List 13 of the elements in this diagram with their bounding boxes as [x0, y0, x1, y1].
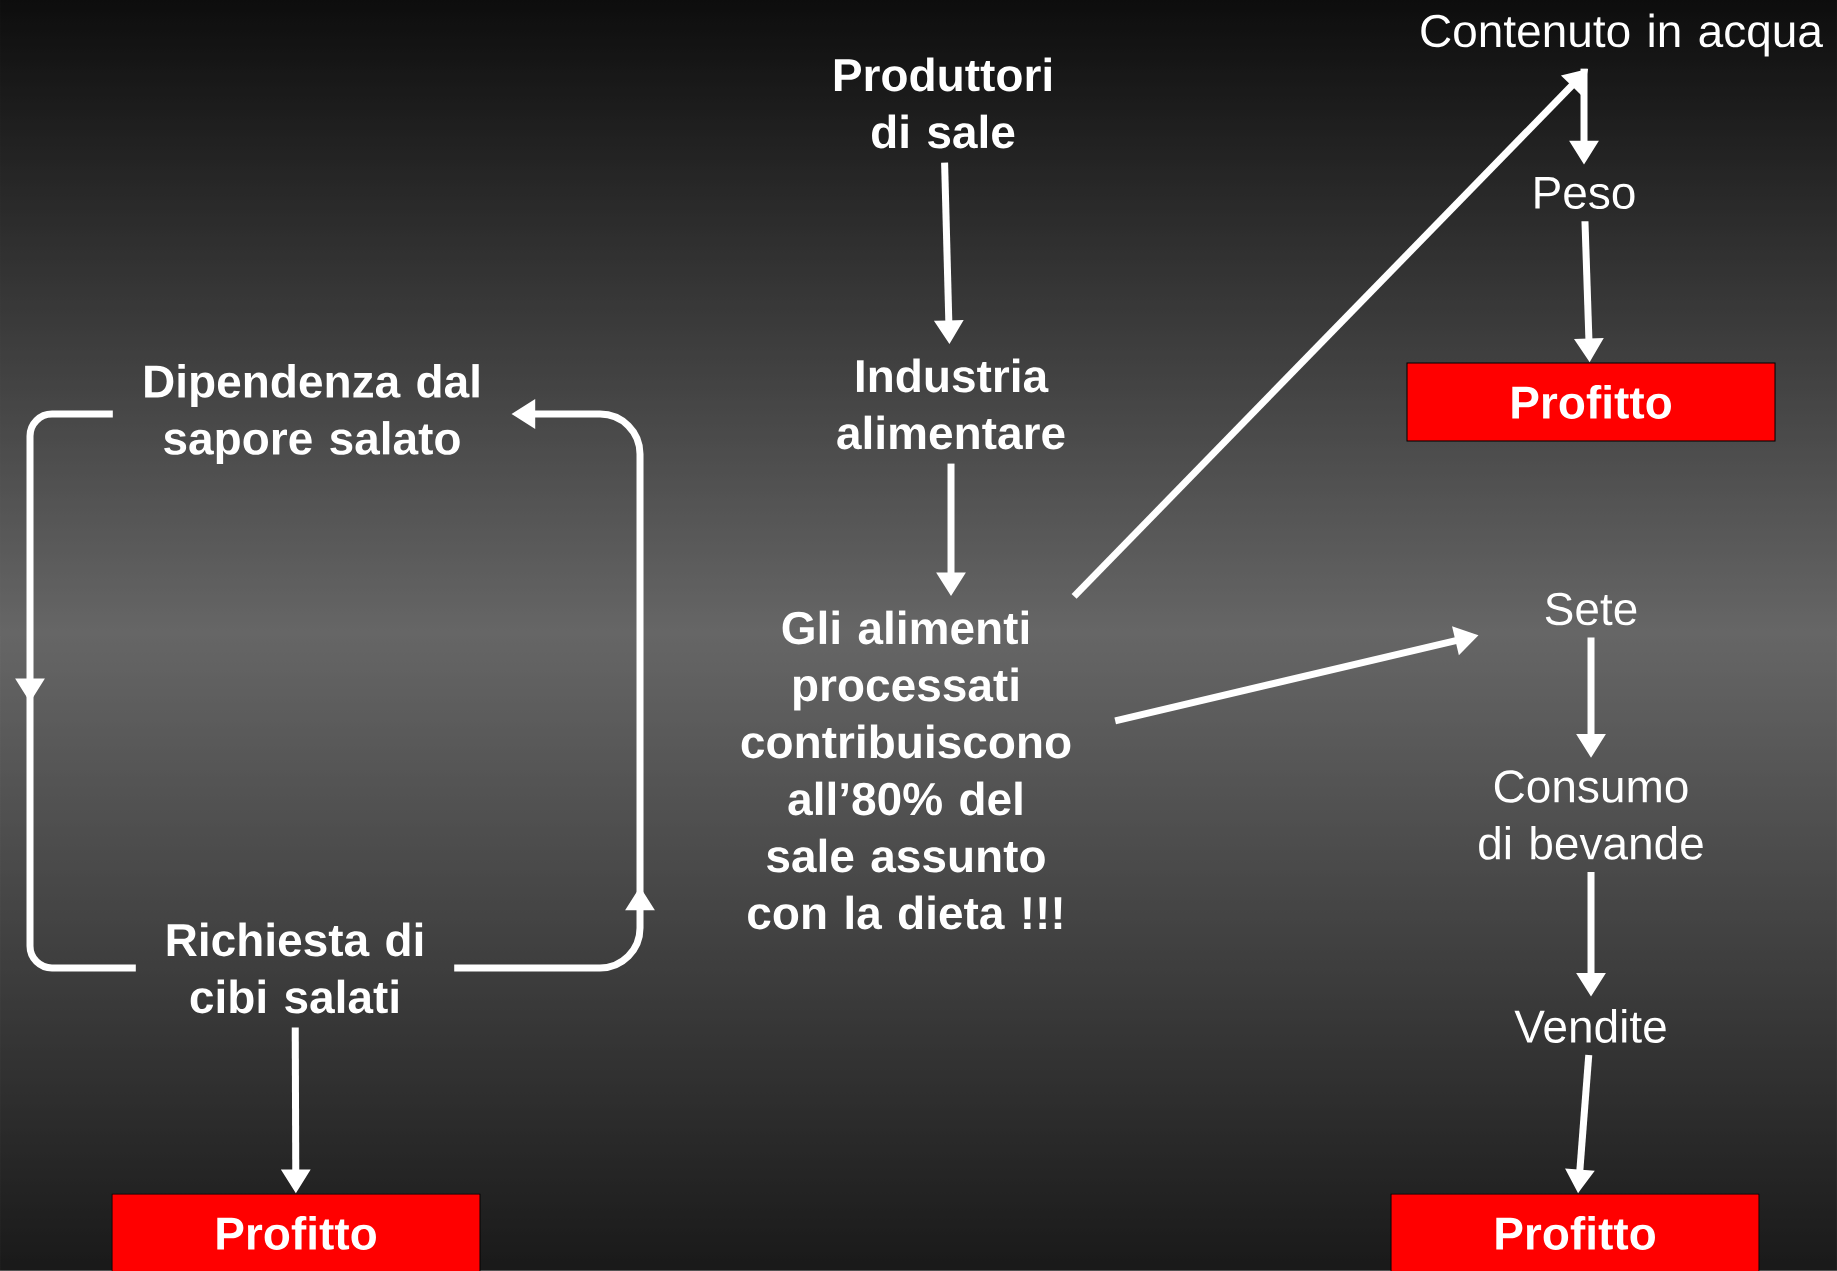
text-label: Contenuto in acqua	[1421, 13, 1823, 57]
text-label: Vendite	[1514, 1009, 1666, 1043]
text-label: Industria alimentare	[837, 358, 1065, 450]
text-label: Produttori di sale	[834, 57, 1051, 149]
text-label: Consumo di bevande	[1479, 770, 1703, 860]
profit-box: Profitto	[111, 1193, 481, 1271]
text-label: Gli alimenti processati contribuiscono all’80% del sale assunto con la dieta !!!	[741, 610, 1071, 930]
text-label: Sete	[1545, 592, 1637, 626]
text-label: Richiesta di cibi salati	[167, 922, 423, 1014]
text-label: Peso	[1535, 176, 1635, 210]
text-label: Dipendenza dal sapore salato	[145, 364, 479, 464]
profit-box: Profitto	[1406, 362, 1776, 442]
profit-box: Profitto	[1390, 1193, 1760, 1271]
